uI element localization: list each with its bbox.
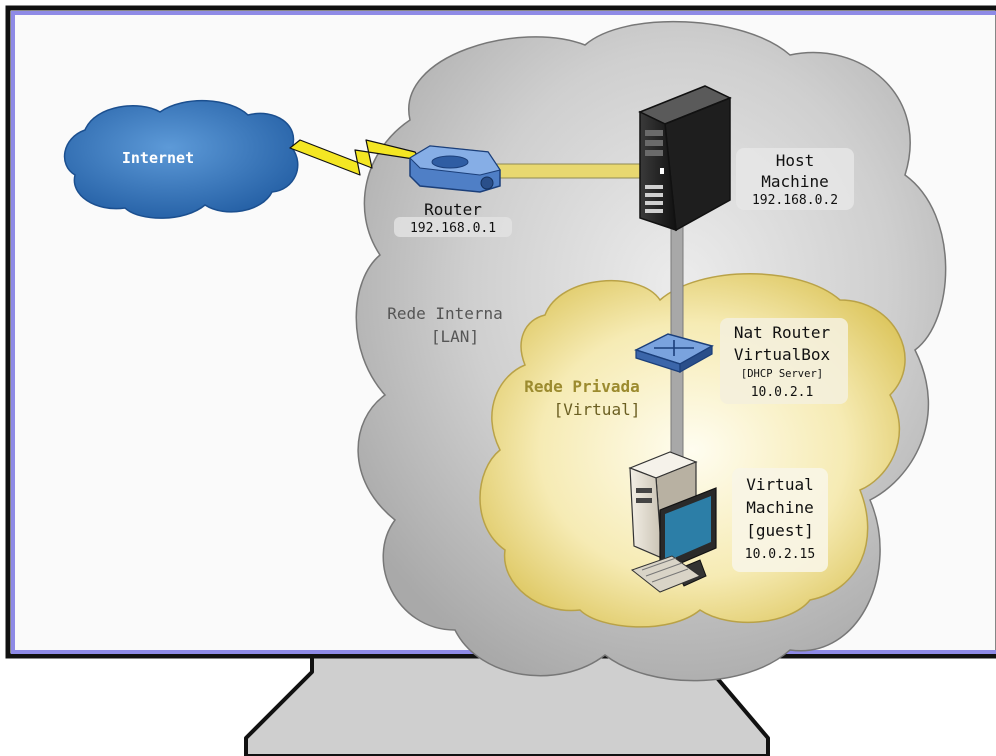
router-icon[interactable] xyxy=(409,145,501,193)
router-ip: 192.168.0.1 xyxy=(410,221,496,236)
lightning-link xyxy=(289,139,421,176)
router-ip-plate xyxy=(394,217,512,237)
private-net-label-line1: Rede Privada xyxy=(524,377,640,396)
lan-label-line1: Rede Interna xyxy=(387,304,503,323)
vm-ip: 10.0.2.15 xyxy=(745,547,815,562)
nat-ip: 10.0.2.1 xyxy=(751,385,814,400)
nat-label-line1: Nat Router xyxy=(734,323,831,342)
router-label: Router xyxy=(424,200,482,219)
internet-label: Internet xyxy=(122,149,194,167)
nat-label-line3: [DHCP Server] xyxy=(741,368,823,380)
internet-cloud[interactable] xyxy=(63,99,299,219)
router-host-cable xyxy=(479,163,649,179)
nat-label-plate xyxy=(720,318,848,404)
vm-label-plate xyxy=(732,468,828,572)
vm-label-line1: Virtual xyxy=(746,475,813,494)
lan-label-line2: [LAN] xyxy=(431,327,479,346)
vm-label-line3: [guest] xyxy=(746,521,813,540)
host-ip: 192.168.0.2 xyxy=(752,193,838,208)
private-net-label-line2: [Virtual] xyxy=(554,400,641,419)
nat-label-line2: VirtualBox xyxy=(734,345,831,364)
vm-label-line2: Machine xyxy=(746,498,813,517)
host-label-line2: Machine xyxy=(761,172,828,191)
desktop-computer-icon[interactable] xyxy=(628,451,717,593)
switch-icon[interactable] xyxy=(634,333,714,374)
server-tower-icon[interactable] xyxy=(638,85,732,232)
host-label-plate xyxy=(736,148,854,210)
host-label-line1: Host xyxy=(776,151,815,170)
